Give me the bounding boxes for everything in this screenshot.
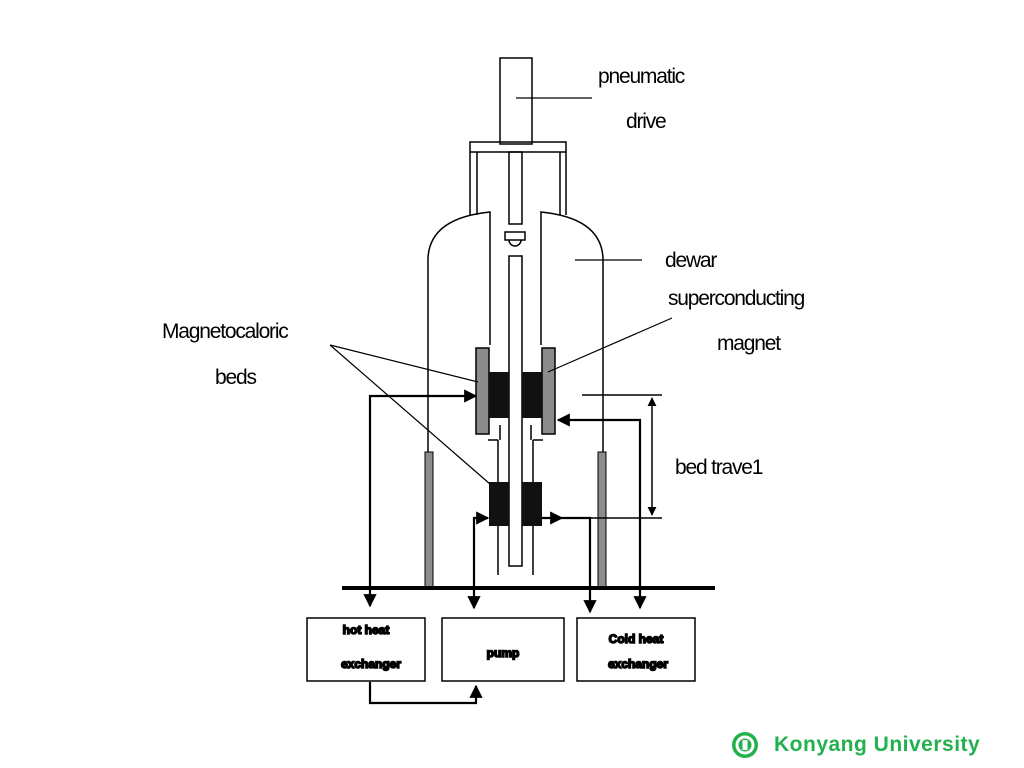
leader-lines (329, 259, 673, 485)
beds-label-2: beds (215, 366, 256, 389)
university-seal-icon (732, 732, 758, 758)
dewar-label: dewar (665, 249, 717, 272)
pneumatic-label: pneumatic (598, 65, 685, 88)
magnetocaloric-beds (489, 372, 542, 526)
footer: Konyang University (730, 728, 980, 762)
beds-label-1: Magnetocaloric (162, 320, 288, 343)
cold-exchanger-label-1: Cold heat (609, 632, 664, 646)
flow-lines (363, 389, 647, 705)
dewar-vessel (427, 211, 604, 588)
magnet-label-1: superconducting (668, 287, 805, 310)
support-posts (424, 451, 607, 589)
hot-heat-exchanger-box (306, 617, 426, 682)
hot-exchanger-label-1: hot heat (343, 623, 390, 637)
university-name: Konyang University (774, 733, 981, 756)
magnet-label-2: magnet (717, 332, 781, 355)
bed-travel-label: bed trave1 (675, 456, 763, 479)
cold-heat-exchanger-box (576, 617, 696, 682)
drive-label: drive (626, 110, 666, 133)
bed-travel-dimension (582, 394, 662, 519)
pump-box (441, 617, 565, 682)
superconducting-magnet (475, 347, 556, 435)
cold-exchanger-label-2: exchanger (608, 657, 668, 671)
pneumatic-drive (469, 57, 592, 215)
hot-exchanger-label-2: exchanger (341, 657, 401, 671)
pump-label: pump (487, 646, 520, 660)
